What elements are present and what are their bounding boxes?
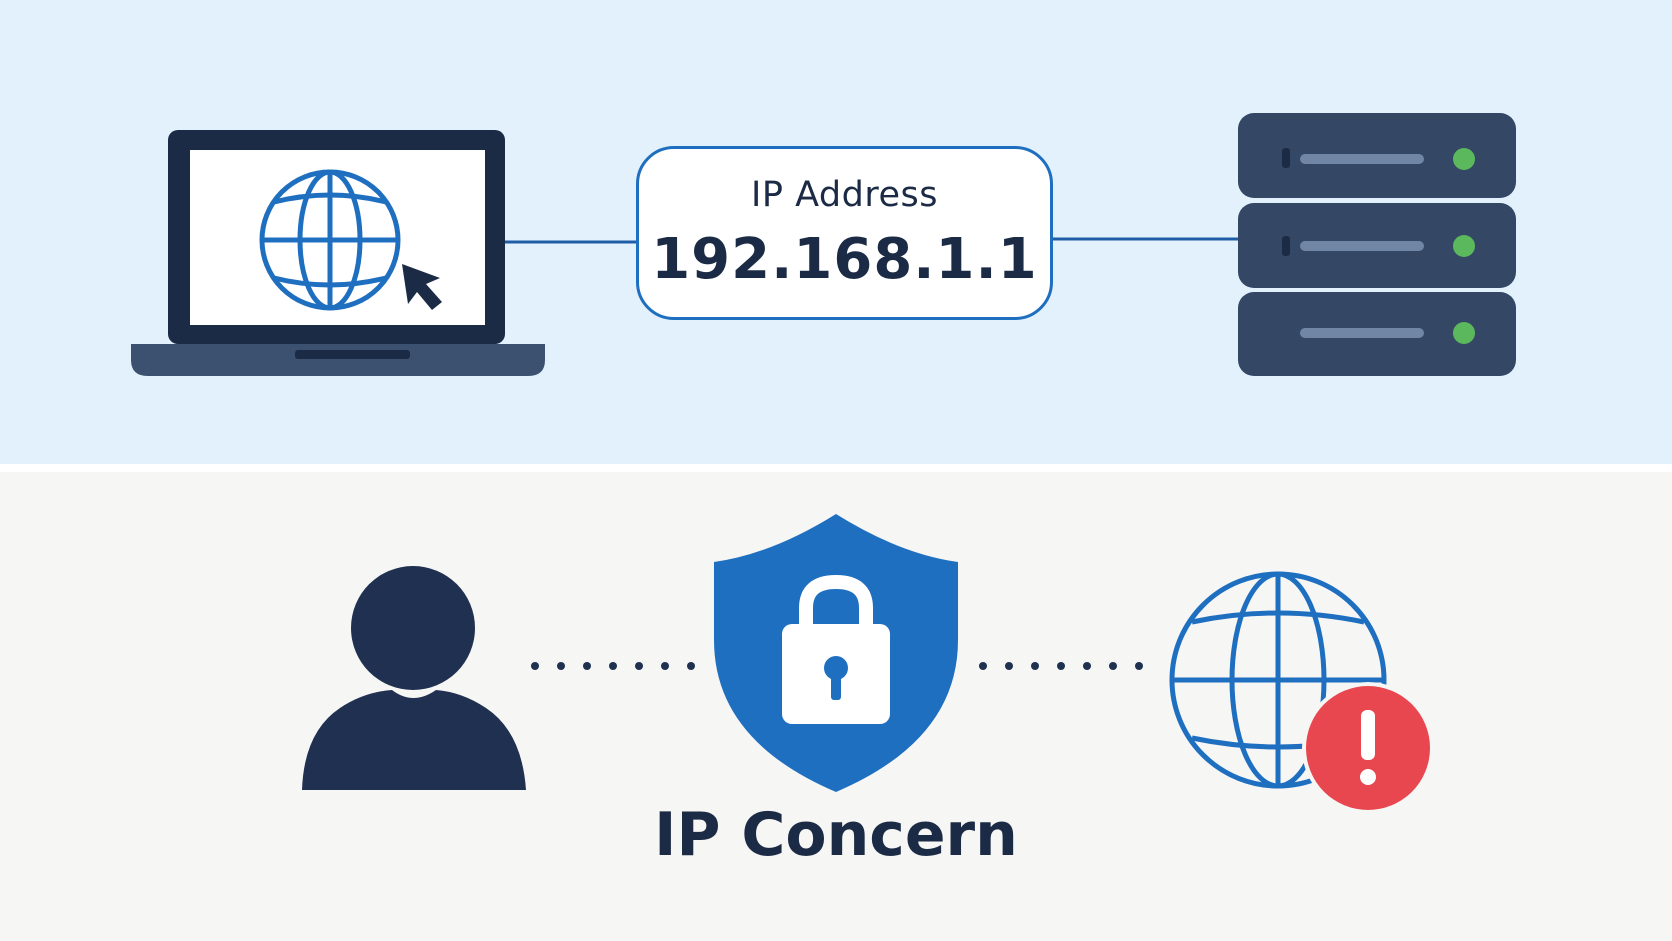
globe-alert-icon xyxy=(1169,571,1434,814)
user-icon xyxy=(302,566,526,790)
globe-icon xyxy=(259,169,401,311)
dotted-connector-left xyxy=(531,662,695,670)
cursor-icon xyxy=(402,264,442,310)
ip-address-box: IP Address 192.168.1.1 xyxy=(636,146,1053,320)
panel-divider xyxy=(0,464,1672,472)
ip-address-label: IP Address xyxy=(751,175,938,215)
diagram-caption: IP Concern xyxy=(654,800,1018,870)
shield-lock-icon xyxy=(714,514,958,792)
server-led-2 xyxy=(1453,235,1475,257)
server-rack-icon xyxy=(1238,113,1516,376)
dotted-connector-right xyxy=(979,662,1143,670)
server-led-1 xyxy=(1453,148,1475,170)
ip-address-value: 192.168.1.1 xyxy=(651,227,1038,292)
server-led-3 xyxy=(1453,322,1475,344)
laptop-icon xyxy=(131,130,545,376)
